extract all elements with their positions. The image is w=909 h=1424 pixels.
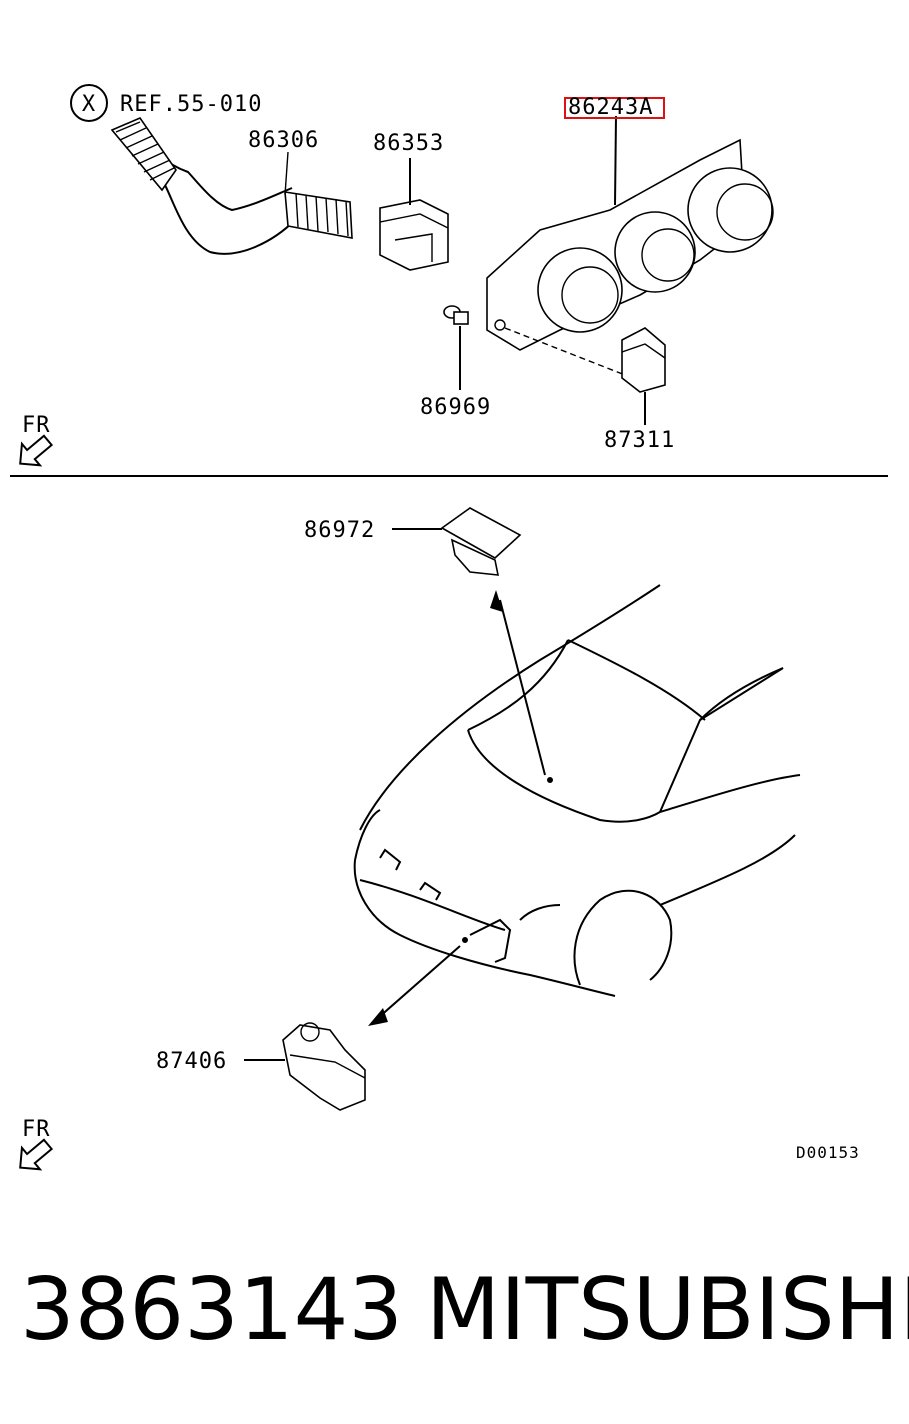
sensor-top-part: 86972: [304, 507, 522, 576]
label-86306: 86306: [248, 128, 319, 153]
label-87311: 87311: [604, 428, 675, 453]
front-arrow-top: FR: [19, 413, 54, 467]
footer: 3863143 MITSUBISHI: [0, 1260, 909, 1370]
pointer-arrow-up: [490, 590, 553, 783]
ref-label: REF.55-010: [120, 92, 262, 117]
label-86972: 86972: [304, 518, 375, 543]
screw-part: 86969: [420, 305, 491, 420]
ref-callout: X REF.55-010: [70, 84, 262, 122]
highlight-box: [564, 97, 665, 119]
fr-label-bottom: FR: [22, 1117, 51, 1142]
diagram-code: D00153: [796, 1143, 860, 1162]
label-86969: 86969: [420, 395, 491, 420]
pointer-arrow-down: [368, 937, 468, 1026]
hose-part: 86306: [110, 117, 353, 255]
label-86353: 86353: [373, 131, 444, 156]
label-86243A: 86243A: [568, 95, 653, 120]
part-number: 3863143: [20, 1260, 404, 1360]
front-arrow-bottom: FR: [19, 1117, 54, 1171]
label-87406: 87406: [156, 1049, 227, 1074]
fr-label-top: FR: [22, 413, 51, 438]
control-unit-part: 86243A: [486, 95, 774, 351]
sensor-bottom-part: 87406: [156, 1022, 366, 1111]
ref-symbol: X: [82, 92, 96, 117]
car-outline: [353, 584, 801, 997]
brand-name: MITSUBISHI: [426, 1260, 909, 1360]
bracket-part: 87311: [504, 327, 675, 453]
connector-part: 86353: [373, 131, 449, 271]
